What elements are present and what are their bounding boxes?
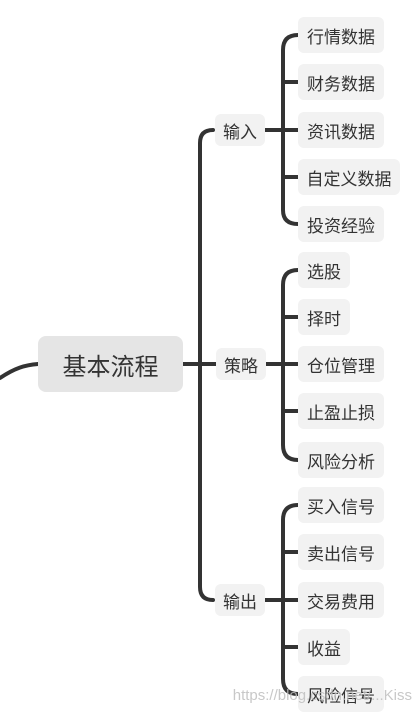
- leaf-custom-data[interactable]: 自定义数据: [298, 159, 400, 195]
- leaf-trading-fees[interactable]: 交易费用: [298, 582, 384, 618]
- root-node[interactable]: 基本流程: [38, 336, 183, 392]
- leaf-take-profit-stop-loss[interactable]: 止盈止损: [298, 393, 384, 429]
- leaf-financial-data[interactable]: 财务数据: [298, 64, 384, 100]
- branch-strategy[interactable]: 策略: [216, 348, 266, 380]
- leaf-timing[interactable]: 择时: [298, 299, 350, 335]
- watermark: https://blog.csdn.net/...Kiss: [232, 687, 412, 704]
- branch-input[interactable]: 输入: [215, 114, 265, 146]
- leaf-news-data[interactable]: 资讯数据: [298, 112, 384, 148]
- leaf-sell-signal[interactable]: 卖出信号: [298, 534, 384, 570]
- leaf-risk-signal[interactable]: 风险信号: [298, 676, 384, 712]
- leaf-stock-selection[interactable]: 选股: [298, 252, 350, 288]
- leaf-investment-experience[interactable]: 投资经验: [298, 206, 384, 242]
- parent-connector: [0, 362, 40, 380]
- branch-output[interactable]: 输出: [215, 584, 265, 616]
- leaf-buy-signal[interactable]: 买入信号: [298, 487, 384, 523]
- leaf-market-data[interactable]: 行情数据: [298, 17, 384, 53]
- leaf-risk-analysis[interactable]: 风险分析: [298, 442, 384, 478]
- leaf-returns[interactable]: 收益: [298, 629, 350, 665]
- leaf-position-management[interactable]: 仓位管理: [298, 346, 384, 382]
